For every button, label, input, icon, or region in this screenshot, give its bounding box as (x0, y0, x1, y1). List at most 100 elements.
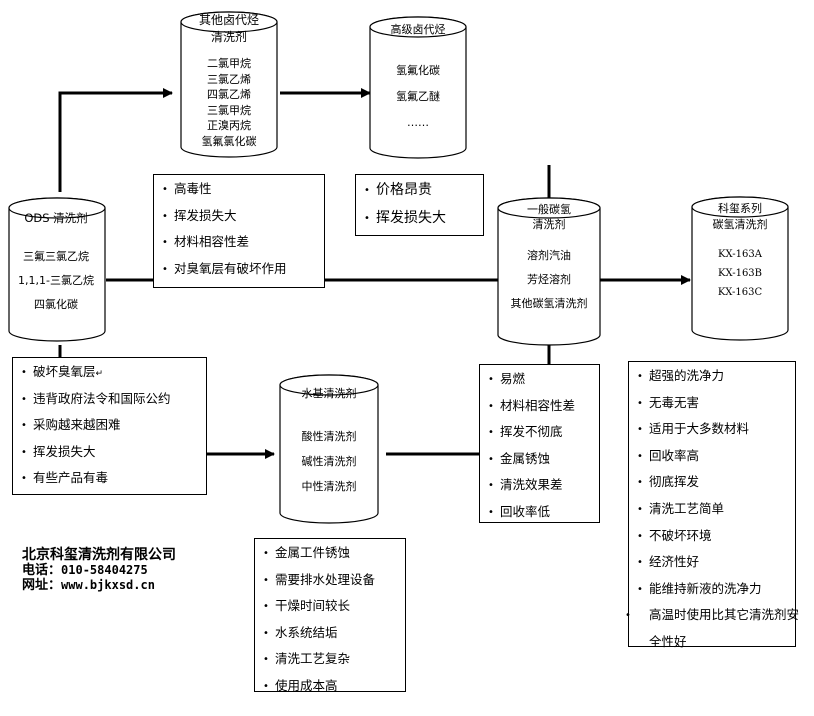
list-item: 能维持新液的洗净力 (637, 577, 787, 604)
list-item: KX-163A (718, 249, 762, 260)
box-halocarbon-drawbacks: 高毒性 挥发损失大 材料相容性差 对臭氧层有破坏作用 (153, 174, 325, 288)
item-text: 清洗工艺复杂 (275, 651, 351, 667)
list-item: 溶剂汽油 (527, 249, 571, 262)
website-url[interactable]: www.bjkxsd.cn (61, 578, 155, 592)
list-item: 采购越来越困难 (21, 413, 198, 440)
list-item: 破坏臭氧层↵ (21, 360, 198, 387)
cylinder-title: 一般碳氢 清洗剂 (498, 202, 600, 232)
phone-label: 电话： (22, 563, 62, 578)
cylinder-other-halocarbon: 其他卤代烃 清洗剂 二氯甲烷 三氯乙烯 四氯乙烯 三氯甲烷 正溴丙烷 氢氟氯化碳 (181, 12, 277, 149)
list-item: …… (407, 116, 429, 129)
item-text: 挥发损失大 (174, 207, 237, 223)
list-item: 材料相容性差 (162, 230, 316, 257)
list-item: 材料相容性差 (488, 394, 591, 421)
list-item: 芳烃溶剂 (527, 273, 571, 286)
item-text: 能维持新液的洗净力 (649, 580, 762, 596)
list-item: 清洗工艺复杂 (263, 647, 397, 674)
cylinder-items: 溶剂汽油 芳烃溶剂 其他碳氢清洗剂 (498, 244, 600, 316)
list-item: 干燥时间较长 (263, 594, 397, 621)
cylinder-hydrocarbon: 一般碳氢 清洗剂 溶剂汽油 芳烃溶剂 其他碳氢清洗剂 (498, 202, 600, 316)
list-item: 清洗效果差 (488, 473, 591, 500)
item-text: 材料相容性差 (500, 397, 576, 413)
list-item: 适用于大多数材料 (637, 417, 787, 444)
cylinder-items: 氢氟化碳 氢氟乙醚 …… (370, 58, 466, 136)
item-text: 材料相容性差 (174, 234, 250, 250)
list-item: 四氯乙烯 (207, 88, 251, 101)
list-item: 彻底挥发 (637, 470, 787, 497)
cylinder-title: 其他卤代烃 清洗剂 (181, 12, 277, 46)
title-line: 其他卤代烃 (198, 13, 259, 27)
cylinder-water-based: 水基清洗剂 酸性清洗剂 碱性清洗剂 中性清洗剂 (280, 385, 378, 499)
item-text: 清洗效果差 (500, 477, 563, 493)
item-text: 使用成本高 (275, 677, 338, 693)
company-name: 北京科玺清洗剂有限公司 (22, 547, 176, 563)
list-item: 回收率低 (488, 500, 591, 527)
list-item: 易燃 (488, 367, 591, 394)
list-item: 回收率高 (637, 444, 787, 471)
list-item: 挥发损失大 (162, 204, 316, 231)
list-item: 金属工件锈蚀 (263, 541, 397, 568)
company-website: 网址：www.bjkxsd.cn (22, 578, 176, 593)
list-item: 不破坏环境 (637, 524, 787, 551)
cylinder-title: 水基清洗剂 (301, 387, 357, 400)
list-item: 酸性清洗剂 (301, 430, 357, 443)
item-text: 经济性好 (649, 554, 700, 570)
list-item: 清洗工艺简单 (637, 497, 787, 524)
list-item: 挥发不彻底 (488, 420, 591, 447)
title-line: 科玺系列 (718, 202, 762, 215)
company-phone: 电话：010-58404275 (22, 563, 176, 578)
title-line: 清洗剂 (532, 218, 566, 231)
list-item: 挥发损失大 (364, 205, 475, 233)
item-text: 对臭氧层有破坏作用 (174, 260, 287, 276)
list-item: 氢氟化碳 (396, 64, 440, 77)
item-text: 水系统结垢 (275, 624, 338, 640)
item-text: 清洗工艺简单 (649, 500, 725, 516)
list-item: KX-163B (717, 268, 763, 279)
list-item: 经济性好 (637, 550, 787, 577)
list-item: 碱性清洗剂 (301, 455, 357, 468)
list-item: 挥发损失大 (21, 440, 198, 467)
item-text: 适用于大多数材料 (649, 421, 750, 437)
title-line: 碳氢清洗剂 (712, 218, 768, 231)
item-text: 金属锈蚀 (500, 450, 551, 466)
cylinder-items: 酸性清洗剂 碱性清洗剂 中性清洗剂 (280, 424, 378, 499)
cylinder-ods: ODS 清洗剂 三氟三氯乙烷 1,1,1-三氯乙烷 四氯化碳 (6, 210, 106, 317)
item-text: 违背政府法令和国际公约 (33, 390, 171, 406)
list-item: 氢氟乙醚 (396, 90, 440, 103)
list-item: 1,1,1-三氯乙烷 (18, 274, 94, 287)
item-text: 挥发不彻底 (500, 424, 563, 440)
list-item: 金属锈蚀 (488, 447, 591, 474)
item-text: 易燃 (500, 371, 526, 386)
item-text: 超强的洗净力 (649, 368, 725, 383)
cylinder-title: 高级卤代烃 (390, 23, 446, 36)
cylinder-items: KX-163A KX-163B KX-163C (692, 245, 788, 302)
item-text: 挥发损失大 (376, 210, 446, 226)
item-text: 有些产品有毒 (33, 470, 109, 486)
list-item: 高温时使用比其它清洗剂安全性好 (637, 603, 799, 654)
website-label: 网址： (22, 578, 62, 593)
list-item: 违背政府法令和国际公约 (21, 387, 198, 414)
box-ods-drawbacks: 破坏臭氧层↵ 违背政府法令和国际公约 采购越来越困难 挥发损失大 有些产品有毒 (12, 357, 207, 495)
title-line: 一般碳氢 (527, 203, 571, 216)
list-item: 无毒无害 (637, 391, 787, 418)
list-item: 使用成本高 (263, 674, 397, 701)
list-item: 三氯甲烷 (207, 103, 251, 117)
list-item: 氢氟氯化碳 (201, 134, 257, 148)
item-text: 干燥时间较长 (275, 598, 351, 614)
item-text: 彻底挥发 (649, 474, 700, 490)
item-text: 需要排水处理设备 (275, 571, 376, 587)
return-mark-icon: ↵ (95, 369, 104, 379)
list-item: 二氯甲烷 (207, 57, 251, 70)
arrow-ods-to-other-halo (58, 88, 173, 192)
item-text: 不破坏环境 (649, 527, 712, 543)
cylinder-kexi-series: 科玺系列 碳氢清洗剂 KX-163A KX-163B KX-163C (692, 201, 788, 302)
cylinder-advanced-halocarbon: 高级卤代烃 氢氟化碳 氢氟乙醚 …… (370, 21, 466, 136)
cylinder-items: 三氟三氯乙烷 1,1,1-三氯乙烷 四氯化碳 (6, 245, 106, 317)
item-text: 高温时使用比其它清洗剂安全性好 (649, 607, 800, 649)
box-hydrocarbon-drawbacks: 易燃 材料相容性差 挥发不彻底 金属锈蚀 清洗效果差 回收率低 (479, 364, 600, 523)
list-item: 正溴丙烷 (207, 119, 251, 132)
item-text: 无毒无害 (649, 394, 700, 410)
list-item: 三氯乙烯 (207, 72, 251, 86)
item-text: 采购越来越困难 (33, 417, 121, 433)
box-advanced-drawbacks: 价格昂贵 挥发损失大 (355, 174, 484, 236)
